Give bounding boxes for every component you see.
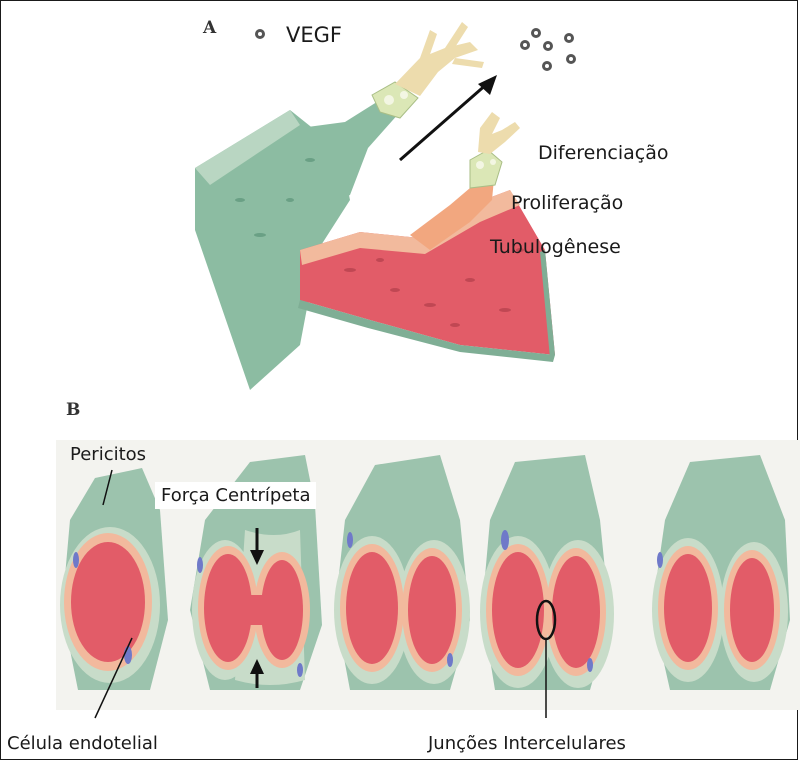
panel-a-letter: A <box>203 18 216 38</box>
stage-differentiation-label: Diferenciação <box>538 142 669 164</box>
endothelial-cell-label: Célula endotelial <box>7 733 158 754</box>
stage-tubulogenesis-label: Tubulogênese <box>490 236 621 258</box>
intercellular-junctions-label: Junções Intercelulares <box>428 733 626 754</box>
panel-b-letter: B <box>66 400 80 420</box>
pericytes-label: Pericitos <box>70 444 146 465</box>
centripetal-force-label: Força Centrípeta <box>155 482 316 509</box>
stage-proliferation-label: Proliferação <box>511 192 623 214</box>
vegf-legend-label: VEGF <box>286 23 342 47</box>
